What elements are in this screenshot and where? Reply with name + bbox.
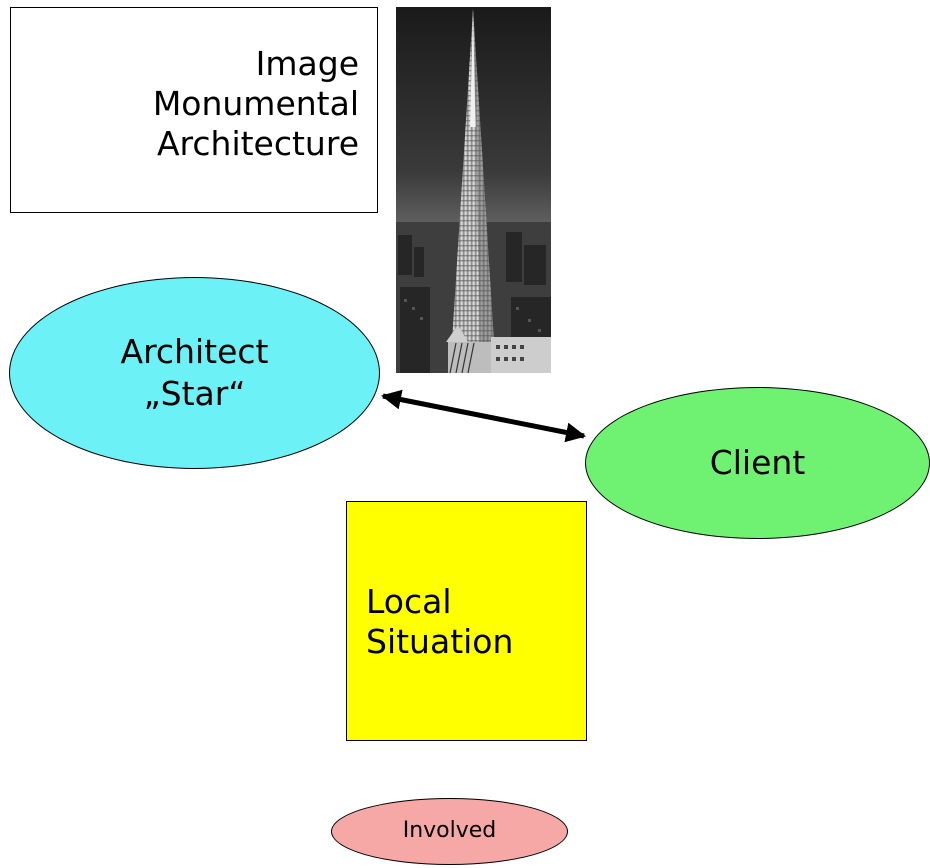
skyscraper-photo — [396, 7, 551, 373]
image-box-line-2: Monumental — [152, 84, 359, 123]
local-situation-line-1: Local — [366, 582, 452, 621]
architect-star-label: Architect „Star“ — [9, 331, 380, 415]
architect-star-ellipse — [9, 277, 380, 469]
local-situation-line-2: Situation — [366, 622, 514, 661]
architect-label-line-2: „Star“ — [143, 374, 246, 413]
architect-label-line-1: Architect — [120, 332, 269, 371]
local-situation-label: Local Situation — [366, 582, 513, 662]
local-situation-box: Local Situation — [346, 501, 587, 741]
image-box-text: Image Monumental Architecture — [153, 44, 359, 164]
involved-ellipse — [331, 798, 568, 865]
image-box-line-3: Architecture — [156, 124, 359, 163]
client-ellipse — [585, 387, 930, 539]
client-label: Client — [709, 443, 806, 482]
image-box-line-1: Image — [255, 44, 359, 83]
involved-label: Involved — [402, 818, 497, 843]
image-monumental-architecture-box: Image Monumental Architecture — [10, 7, 378, 213]
